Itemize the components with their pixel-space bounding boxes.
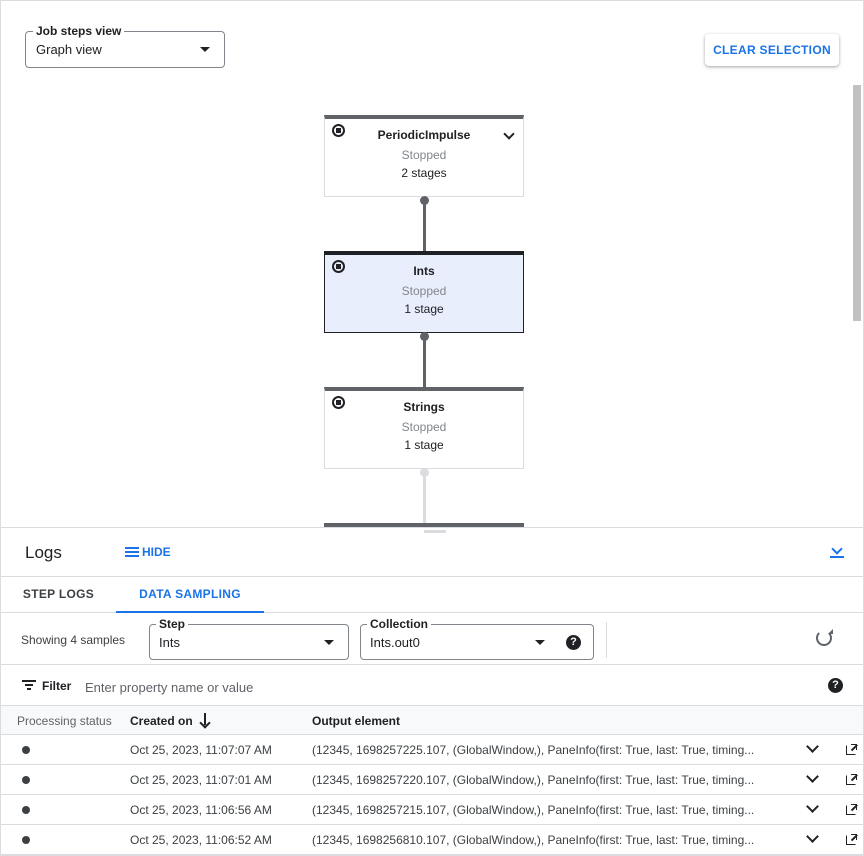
created-on-cell: Oct 25, 2023, 11:06:52 AM: [130, 833, 272, 847]
status-dot-icon: [22, 776, 30, 784]
graph-node-partial[interactable]: [324, 523, 524, 527]
job-steps-view-select[interactable]: Job steps view Graph view: [25, 24, 225, 68]
node-status: Stopped: [401, 284, 447, 298]
refresh-icon[interactable]: [816, 629, 833, 646]
column-processing-status: Processing status: [17, 714, 112, 728]
dropdown-caret-icon: [535, 640, 545, 645]
status-dot-icon: [22, 836, 30, 844]
logs-tabs: STEP LOGS DATA SAMPLING: [1, 577, 863, 613]
collapse-panel-icon[interactable]: [830, 545, 844, 559]
table-row[interactable]: Oct 25, 2023, 11:06:56 AM (12345, 169825…: [1, 795, 863, 825]
divider: [606, 622, 607, 658]
logs-title: Logs: [25, 543, 62, 562]
hide-logs-button[interactable]: HIDE: [125, 545, 171, 559]
tab-data-sampling[interactable]: DATA SAMPLING: [116, 577, 264, 613]
graph-edge: [423, 471, 426, 523]
step-select[interactable]: Step Ints: [149, 617, 349, 660]
job-graph-canvas[interactable]: Job steps view Graph view CLEAR SELECTIO…: [1, 1, 863, 527]
table-row[interactable]: Oct 25, 2023, 11:07:01 AM (12345, 169825…: [1, 765, 863, 795]
output-element-cell: (12345, 1698256810.107, (GlobalWindow,),…: [312, 833, 755, 847]
table-row[interactable]: Oct 25, 2023, 11:07:07 AM (12345, 169825…: [1, 735, 863, 765]
column-created-on[interactable]: Created on: [130, 714, 193, 728]
collection-select-label: Collection: [367, 617, 432, 631]
open-in-new-icon[interactable]: [846, 804, 857, 815]
created-on-cell: Oct 25, 2023, 11:07:07 AM: [130, 743, 272, 757]
step-select-value: Ints: [159, 635, 180, 650]
help-icon[interactable]: ?: [828, 678, 843, 693]
column-output-element: Output element: [312, 714, 401, 728]
chevron-down-icon[interactable]: [806, 800, 819, 813]
status-dot-icon: [22, 746, 30, 754]
open-in-new-icon[interactable]: [846, 834, 857, 845]
chevron-down-icon[interactable]: [806, 770, 819, 783]
job-steps-view-value: Graph view: [36, 42, 102, 57]
collection-select[interactable]: Collection Ints.out0 ?: [360, 617, 594, 660]
open-in-new-icon[interactable]: [846, 744, 857, 755]
graph-edge: [423, 199, 426, 251]
data-sampling-controls: Showing 4 samples Step Ints Collection I…: [1, 614, 863, 665]
open-in-new-icon[interactable]: [846, 774, 857, 785]
created-on-cell: Oct 25, 2023, 11:07:01 AM: [130, 773, 272, 787]
status-dot-icon: [22, 806, 30, 814]
menu-icon: [125, 547, 139, 557]
tab-step-logs[interactable]: STEP LOGS: [22, 587, 95, 601]
sample-count: Showing 4 samples: [21, 633, 126, 647]
dropdown-caret-icon: [200, 47, 210, 52]
clear-selection-button[interactable]: CLEAR SELECTION: [705, 34, 839, 66]
node-stages: 1 stage: [404, 438, 444, 452]
graph-node-ints[interactable]: Ints Stopped 1 stage: [324, 251, 524, 333]
filter-bar: Filter ?: [1, 666, 863, 706]
help-icon[interactable]: ?: [566, 635, 581, 650]
node-title: PeriodicImpulse: [377, 128, 471, 142]
filter-input[interactable]: [85, 678, 785, 696]
node-status: Stopped: [401, 420, 447, 434]
node-title: Strings: [403, 400, 445, 414]
stop-circle-icon: [332, 260, 345, 273]
panel-resize-handle[interactable]: [424, 530, 446, 533]
output-element-cell: (12345, 1698257225.107, (GlobalWindow,),…: [312, 743, 755, 757]
node-stages: 2 stages: [401, 166, 447, 180]
filter-icon[interactable]: [22, 680, 36, 691]
job-steps-view-label: Job steps view: [33, 24, 125, 38]
output-element-cell: (12345, 1698257215.107, (GlobalWindow,),…: [312, 803, 755, 817]
node-title: Ints: [413, 264, 435, 278]
stop-circle-icon: [332, 396, 345, 409]
table-row[interactable]: Oct 25, 2023, 11:06:52 AM (12345, 169825…: [1, 825, 863, 855]
created-on-cell: Oct 25, 2023, 11:06:56 AM: [130, 803, 272, 817]
graph-node-strings[interactable]: Strings Stopped 1 stage: [324, 387, 524, 469]
arrow-down-icon[interactable]: [199, 713, 211, 727]
logs-panel-header: Logs HIDE: [1, 527, 863, 577]
stop-circle-icon: [332, 124, 345, 137]
samples-table-header: Processing status Created on Output elem…: [1, 706, 863, 735]
graph-node-periodicimpulse[interactable]: PeriodicImpulse Stopped 2 stages: [324, 115, 524, 197]
dropdown-caret-icon: [324, 640, 334, 645]
step-select-label: Step: [156, 617, 189, 631]
hide-label: HIDE: [142, 545, 171, 559]
output-element-cell: (12345, 1698257220.107, (GlobalWindow,),…: [312, 773, 755, 787]
filter-label: Filter: [42, 679, 72, 693]
chevron-down-icon[interactable]: [806, 740, 819, 753]
graph-edge: [423, 335, 426, 387]
node-stages: 1 stage: [404, 302, 444, 316]
collection-select-value: Ints.out0: [370, 635, 420, 650]
graph-scrollbar[interactable]: [853, 85, 861, 321]
node-status: Stopped: [401, 148, 447, 162]
chevron-down-icon[interactable]: [806, 830, 819, 843]
